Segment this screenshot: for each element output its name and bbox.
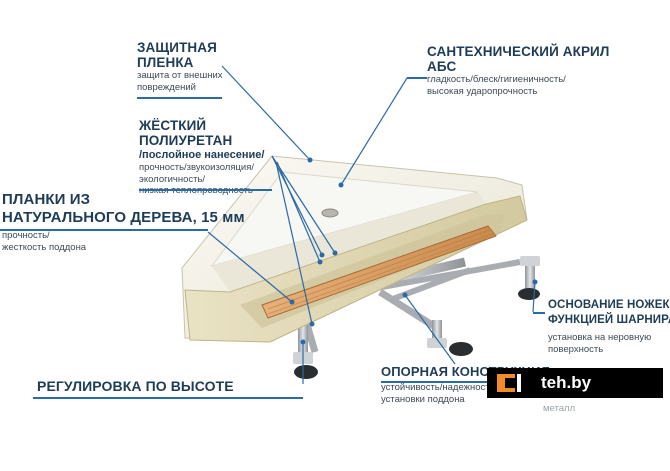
leg-base-title-2: ФУНКЦИЕЙ ШАРНИРА bbox=[548, 314, 670, 326]
protective-film-rule bbox=[137, 97, 222, 99]
leg-base-rule bbox=[533, 312, 545, 314]
leg-base-desc-1: установка на неровную bbox=[548, 332, 652, 343]
label-leg-base: ОСНОВАНИЕ НОЖЕК С ФУНКЦИЕЙ ШАРНИРА устан… bbox=[548, 298, 670, 355]
wood-planks-title-2: НАТУРАЛЬНОГО ДЕРЕВА, 15 мм bbox=[2, 209, 245, 226]
polyurethane-rule bbox=[139, 189, 272, 191]
leader-lines bbox=[207, 65, 536, 384]
label-height-adjust: РЕГУЛИРОВКА ПО ВЫСОТЕ bbox=[37, 377, 234, 395]
support-frame-rule bbox=[381, 381, 541, 383]
polyurethane-desc-2: экологичность/ bbox=[139, 173, 206, 185]
wood-planks-rule bbox=[0, 229, 208, 231]
wood-planks-title-1: ПЛАНКИ ИЗ bbox=[2, 191, 91, 208]
protective-film-title-1: ЗАЩИТНАЯ bbox=[137, 40, 217, 55]
acrylic-rule bbox=[407, 77, 427, 79]
leg-base-desc-2: поверхность bbox=[548, 343, 604, 355]
acrylic-desc-1: гладкость/блеск/гигиеничность/ bbox=[427, 74, 566, 85]
height-adjust-rule bbox=[33, 397, 303, 399]
polyurethane-desc-1: прочность/звукоизоляция/ bbox=[139, 162, 255, 173]
wood-planks-desc-2: жесткость поддона bbox=[2, 241, 87, 253]
polyurethane-subtitle: /послойное нанесение/ bbox=[139, 149, 265, 161]
leader-dots bbox=[289, 157, 538, 345]
label-wood-planks: ПЛАНКИ ИЗ НАТУРАЛЬНОГО ДЕРЕВА, 15 мм про… bbox=[2, 191, 245, 253]
label-polyurethane: ЖЁСТКИЙ ПОЛИУРЕТАН /послойное нанесение/… bbox=[139, 118, 264, 197]
label-protective-film: ЗАЩИТНАЯ ПЛЕНКА защита от внешних повреж… bbox=[137, 40, 223, 93]
polyurethane-title-1: ЖЁСТКИЙ bbox=[139, 118, 207, 133]
adjustable-leg bbox=[518, 256, 540, 300]
wood-plank bbox=[261, 225, 497, 319]
support-frame-extra: металл bbox=[543, 403, 576, 414]
height-adjust-title: РЕГУЛИРОВКА ПО ВЫСОТЕ bbox=[37, 378, 234, 394]
protective-film-desc-2: повреждений bbox=[137, 81, 196, 93]
support-frame-desc-1: устойчивость/надежность bbox=[381, 382, 495, 393]
label-acrylic: САНТЕХНИЧЕСКИЙ АКРИЛ АБС гладкость/блеск… bbox=[427, 44, 609, 97]
wood-planks-desc-1: прочность/ bbox=[2, 230, 50, 241]
watermark-badge: teh.by bbox=[487, 368, 663, 398]
acrylic-desc-2: высокая ударопрочность bbox=[427, 85, 538, 97]
acrylic-title-1: САНТЕХНИЧЕСКИЙ АКРИЛ bbox=[427, 44, 610, 59]
acrylic-title-2: АБС bbox=[427, 59, 457, 74]
polyurethane-title-2: ПОЛИУРЕТАН bbox=[139, 133, 233, 148]
protective-film-desc-1: защита от внешних bbox=[137, 70, 223, 81]
teh-logo-icon bbox=[497, 371, 537, 395]
support-frame-desc-2: установки поддона bbox=[381, 393, 465, 405]
watermark-text: teh.by bbox=[541, 373, 592, 392]
leg-base-title-1: ОСНОВАНИЕ НОЖЕК С bbox=[548, 299, 670, 311]
adjustable-leg bbox=[427, 320, 473, 356]
protective-film-title-2: ПЛЕНКА bbox=[137, 55, 194, 70]
